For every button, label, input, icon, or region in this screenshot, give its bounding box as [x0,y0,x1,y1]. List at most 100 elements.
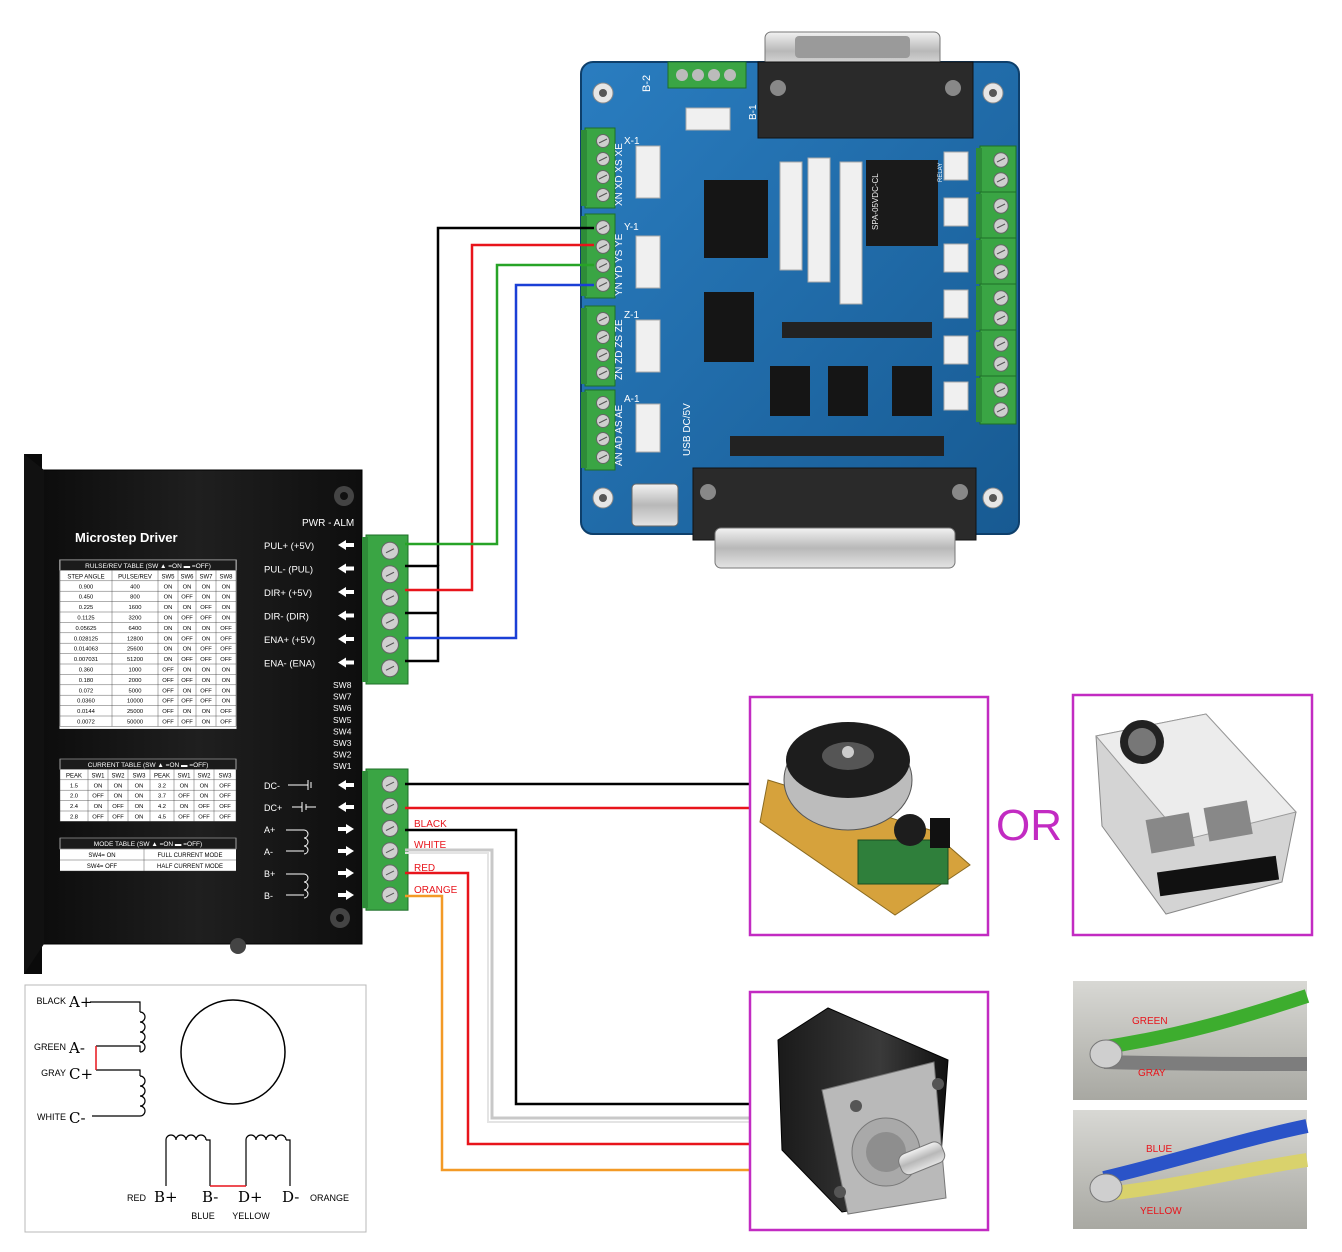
pulse-table-cell: 0.900 [79,584,94,590]
relay-label: SPA-05VDC-CL [871,173,880,230]
driver-title: Microstep Driver [75,530,178,545]
pulse-table-cell: ON [202,668,211,674]
coil-wire-label: YELLOW [232,1211,270,1221]
arrow-right-icon [338,868,354,878]
mode-table-cell: HALF CURRENT MODE [157,864,223,870]
pin-headers [635,107,944,456]
pulse-table-cell: OFF [220,626,232,632]
pulse-table-cell: OFF [200,616,212,622]
pulse-table-cell: OFF [220,709,232,715]
pulse-table-cell: ON [164,605,173,611]
current-table-cell: OFF [92,794,104,800]
wire-black-to-board [436,226,594,566]
pulse-table-cell: 1000 [129,668,142,674]
coil-wire-label: ORANGE [310,1193,349,1203]
pulse-table-cell: OFF [220,657,232,663]
board-label: Z-1 [624,310,639,321]
coil-wire-label: BLUE [191,1211,215,1221]
coil-wire-label: RED [127,1193,147,1203]
arrow-left-icon [338,610,354,621]
current-table-cell: OFF [92,815,104,821]
pulse-table-cell: ON [183,626,192,632]
pulse-table-cell: 0.360 [79,668,94,674]
current-table-cell: 4.5 [158,815,166,821]
pulse-table-header: SW6 [180,574,194,580]
pulse-table-cell: 0.028125 [74,636,98,642]
current-table-cell: 3.7 [158,794,166,800]
signal-terminal-label: ENA+ (+5V) [264,635,315,646]
pulse-table-cell: 0.072 [79,688,94,694]
pulse-table-cell: OFF [220,720,232,726]
current-table-cell: ON [94,783,103,789]
arrow-right-icon [338,890,354,900]
pulse-table-cell: OFF [181,636,193,642]
pulse-table-cell: 0.1125 [77,616,94,622]
current-table-cell: ON [180,783,189,789]
pulse-table-cell: OFF [162,709,174,715]
pulse-table-cell: 3200 [129,616,142,622]
dc-minus-symbol [288,780,312,790]
dip-switch-label: SW1 [333,761,352,771]
wire-red-signal [405,243,594,592]
current-table-cell: ON [135,783,144,789]
pulse-table-header: SW7 [199,574,213,580]
wire-black-motor [405,828,750,1106]
board-label: B-1 [748,104,759,120]
switching-power-supply-frame [1071,693,1314,937]
pulse-table-cell: OFF [162,699,174,705]
pulse-table-cell: OFF [200,699,212,705]
arrow-left-icon [338,657,354,668]
current-table-cell: ON [135,804,144,810]
current-table-cell: 2.4 [70,804,79,810]
pulse-table-cell: 10000 [127,699,143,705]
power-terminal-label: DC+ [264,803,282,813]
arrow-left-icon [338,634,354,644]
pulse-table-cell: OFF [200,688,212,694]
pulse-table-header: STEP ANGLE [67,574,104,580]
pulse-table-cell: 0.0360 [77,699,95,705]
signal-terminal-label: ENA- (ENA) [264,659,315,670]
driver-signal-terminal-block [362,534,409,685]
pulse-table-cell: 0.014063 [74,647,98,653]
pulse-table-cell: ON [222,668,231,674]
pulse-table-cell: ON [222,616,231,622]
arrow-left-icon [338,780,354,790]
coil-wire-label: BLACK [36,996,66,1006]
pulse-table-cell: 0.05625 [76,626,97,632]
signal-terminal-label: PUL- (PUL) [264,565,313,576]
pulse-table-cell: ON [164,616,173,622]
power-terminal-label: DC- [264,781,280,791]
wire-label: ORANGE [414,885,458,896]
pulse-table-cell: ON [222,605,231,611]
mode-table-title: MODE TABLE (SW ▲ =ON ▬ =OFF) [94,841,202,848]
db25-connector [692,467,977,569]
pulse-table-cell: OFF [220,636,232,642]
pulse-table-cell: OFF [181,678,193,684]
current-table-cell: ON [200,783,209,789]
pulse-table-cell: ON [202,584,211,590]
pulse-table-cell: 5000 [129,688,142,694]
current-table-cell: 2.0 [70,794,78,800]
pulse-table-cell: 12800 [127,636,143,642]
pulse-table-cell: OFF [162,678,174,684]
dip-switch-label: SW5 [333,715,352,725]
board-label: A-1 [624,394,640,405]
dip-switch-label: SW2 [333,750,352,760]
pulse-table-cell: 0.007031 [74,657,98,663]
wire-white-motor [405,848,750,1120]
dip-switch-label: SW8 [333,680,352,690]
current-table-cell: OFF [219,783,231,789]
pulse-table-cell: ON [164,647,173,653]
dc-plus-symbol [292,802,316,812]
pulse-table-cell: ON [222,688,231,694]
signal-terminal-labels: PUL+ (+5V)PUL- (PUL)DIR+ (+5V)DIR- (DIR)… [264,540,354,670]
arrow-left-icon [338,587,354,597]
pulse-table-cell: 0.0072 [77,720,95,726]
microstep-driver: Microstep Driver PWR - ALM RULSE/REV TAB… [24,454,409,974]
current-table-cell: OFF [219,804,231,810]
current-table-cell: ON [135,794,144,800]
wire-label: BLACK [414,819,447,830]
